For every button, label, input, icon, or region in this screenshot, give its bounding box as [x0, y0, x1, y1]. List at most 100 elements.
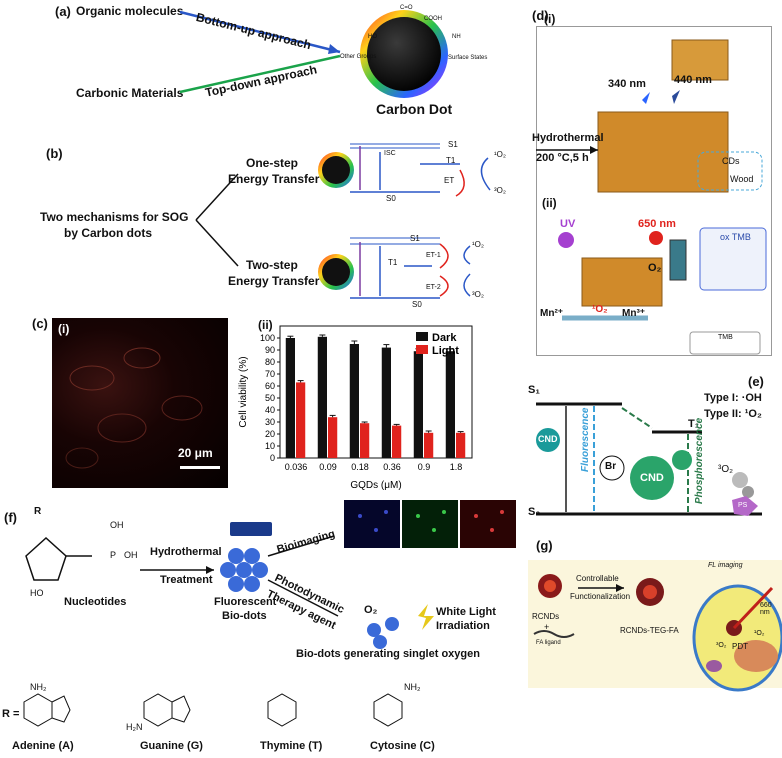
f-generating: Bio-dots generating singlet oxygen [296, 648, 480, 660]
panel-a: (a) Organic molecules Carbonic Materials… [0, 0, 520, 130]
micrograph: (i) 20 μm [52, 318, 228, 488]
b2-et1: ET-1 [426, 252, 441, 259]
bar-light [424, 432, 434, 458]
f-fluor1: Fluorescent [214, 596, 277, 608]
d-650nm: 650 nm [638, 218, 676, 230]
b2-s0: S0 [412, 300, 422, 309]
organic-molecules-text: Organic molecules [76, 4, 184, 18]
e-o2-triplet: ³O₂ [718, 464, 733, 475]
micrograph-sub-label: (i) [58, 322, 70, 336]
d-ox-tmb: ox TMB [720, 232, 751, 242]
panel-d: (d) (i) 340 nm 440 nm Hydrothermal 200 °… [522, 0, 782, 360]
f-p: P [110, 550, 117, 560]
y-tick-label: 100 [260, 333, 275, 343]
g-functionalization: Functionalization [570, 592, 631, 601]
panel-b-label: (b) [46, 146, 63, 161]
b2-t1: T1 [388, 258, 398, 267]
f-white1: White Light [436, 606, 496, 618]
f-ho: HO [30, 588, 44, 598]
y-tick-label: 60 [265, 381, 275, 391]
f-h2n-g: H₂N [126, 722, 143, 732]
d-o2: O₂ [648, 262, 662, 274]
f-o2: O₂ [364, 604, 378, 616]
panel-c-label: (c) [32, 316, 48, 331]
y-tick-label: 80 [265, 357, 275, 367]
panel-e-graphic [536, 402, 762, 516]
e-t1: T₁ [688, 418, 700, 430]
bar-dark [413, 351, 423, 458]
b1-t1: T1 [446, 156, 456, 165]
cell-outlines [65, 347, 203, 469]
base-cytosine: Cytosine (C) [370, 740, 435, 752]
b2-o2-triplet: ³O₂ [472, 290, 484, 299]
g-o2-triplet: ³O₂ [716, 642, 727, 649]
d-cond: 200 °C,5 h [536, 152, 589, 164]
y-tick-label: 0 [270, 453, 275, 463]
ring-label-other: Other Groups [340, 54, 377, 60]
ring-label-surface: Surface States [448, 55, 488, 61]
f-nh2-a: NH₂ [30, 682, 47, 692]
base-thymine: Thymine (T) [260, 740, 323, 752]
d-mn2: Mn²⁺ [540, 308, 564, 319]
d-wood: Wood [730, 174, 754, 184]
scale-bar-text: 20 μm [178, 446, 213, 460]
bar-dark [381, 347, 391, 458]
e-ps: PS [738, 502, 748, 509]
g-pdt: PDT [732, 642, 748, 651]
g-product: RCNDs-TEG-FA [620, 626, 679, 635]
y-tick-label: 70 [265, 369, 275, 379]
panel-b: (b) Two mechanisms for SOG by Carbon dot… [0, 140, 520, 310]
ring-label-cooh: COOH [424, 16, 442, 22]
y-tick-label: 90 [265, 345, 275, 355]
g-o2-singlet: ¹O₂ [754, 630, 765, 637]
x-tick-label: 1.8 [450, 462, 463, 472]
e-s1: S₁ [528, 384, 540, 396]
e-type2: Type II: ¹O₂ [704, 408, 762, 420]
y-tick-label: 10 [265, 441, 275, 451]
base-guanine: Guanine (G) [140, 740, 203, 752]
carbon-dot-core [367, 17, 441, 91]
f-hydro2: Treatment [160, 574, 213, 586]
panel-a-graphic [179, 10, 448, 98]
panel-d-graphic [536, 39, 767, 355]
bar-dark [285, 338, 295, 458]
panel-g-graphic [533, 574, 782, 692]
e-phos: Phosphorescence [694, 417, 705, 504]
ring-label-ho: HO [368, 34, 377, 40]
panel-b-graphic [195, 143, 491, 299]
f-oh-1: OH [110, 520, 124, 530]
y-tick-label: 20 [265, 429, 275, 439]
top-down-arrow [179, 54, 341, 94]
panel-a-label: (a) [55, 4, 71, 19]
x-axis-label: GQDs (μM) [350, 480, 401, 491]
f-nh2-c: NH₂ [404, 682, 421, 692]
bar-dark [349, 344, 359, 458]
bar-light [360, 423, 370, 458]
two-step-line2: Energy Transfer [228, 274, 320, 288]
b2-s1: S1 [410, 234, 420, 243]
b2-o2-singlet: ¹O₂ [472, 240, 484, 249]
d-440nm: 440 nm [674, 74, 712, 86]
panel-f-graphic [23, 500, 516, 727]
x-tick-label: 0.09 [319, 462, 337, 472]
bar-light [392, 425, 402, 458]
two-step-line1: Two-step [246, 258, 298, 272]
g-plus: + [544, 622, 550, 632]
d-cds: CDs [722, 156, 740, 166]
panel-f: (f) R OH OH HO P Nucleotides Hydroth [0, 496, 520, 758]
panel-f-label: (f) [4, 510, 17, 525]
bar-light [328, 417, 338, 458]
scale-bar [180, 466, 220, 469]
b1-et: ET [444, 176, 455, 185]
one-step-line2: Energy Transfer [228, 172, 320, 186]
y-tick-label: 40 [265, 405, 275, 415]
f-fluor2: Bio-dots [222, 610, 267, 622]
bar-dark [317, 336, 327, 458]
e-br: Br [605, 461, 617, 472]
d-mn3: Mn³⁺ [622, 308, 646, 319]
two-mechanisms-line1: Two mechanisms for SOG [40, 210, 189, 224]
y-tick-label: 50 [265, 393, 275, 403]
e-cnd-1: CND [538, 434, 558, 444]
d-hydro: Hydrothermal [532, 132, 604, 144]
